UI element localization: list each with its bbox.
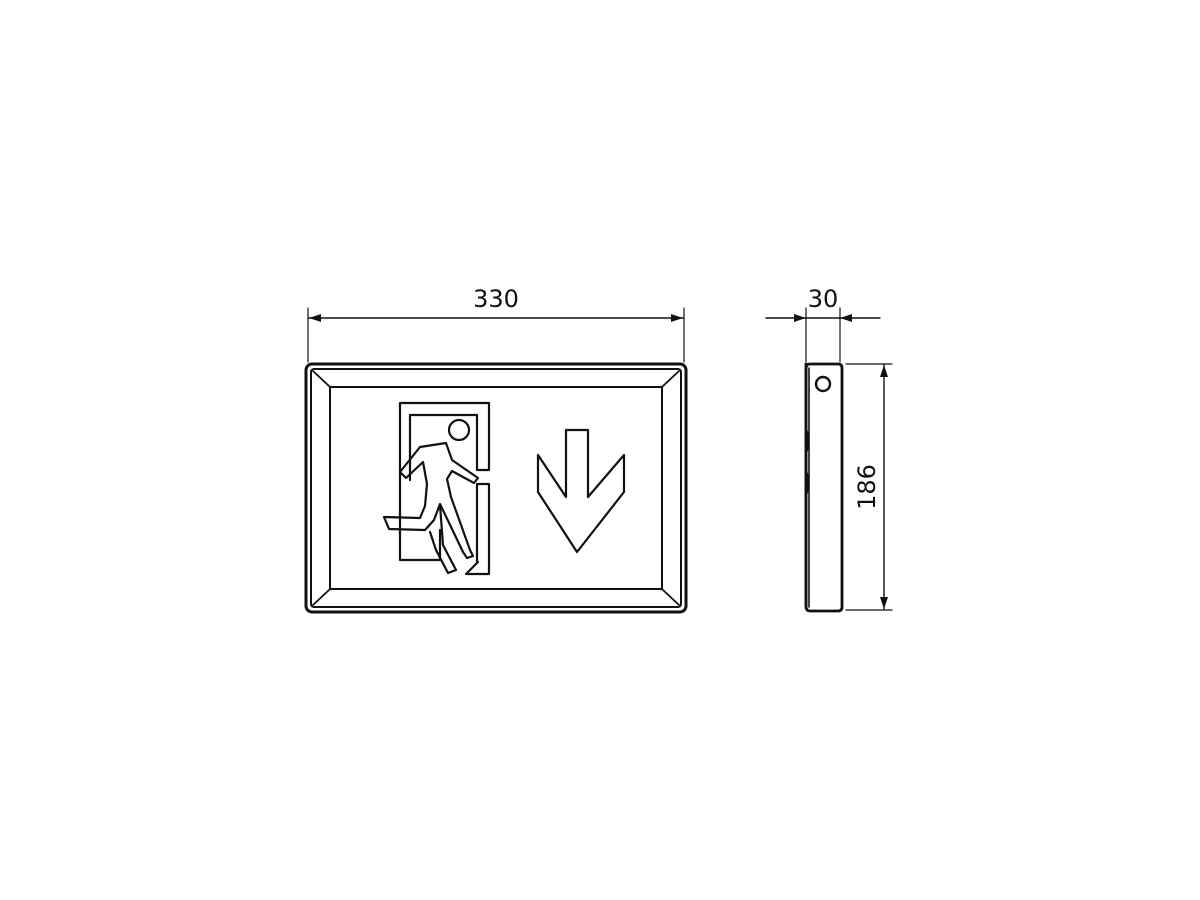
exit-door-icon <box>398 401 491 576</box>
running-man-body <box>382 441 480 560</box>
bevel-corner-bl <box>311 588 331 607</box>
housing-bevel-inner <box>329 386 663 590</box>
front-view: 330 <box>304 285 688 614</box>
door-frame-upper <box>398 401 491 532</box>
side-view: 30 186 <box>765 285 893 613</box>
bevel-corner-tl <box>311 369 331 388</box>
bevel-corner-tr <box>661 369 681 388</box>
width-dimension-label: 330 <box>473 285 519 313</box>
door-frame-lower-left <box>398 528 442 562</box>
running-man-head <box>447 418 471 442</box>
housing-outer-frame <box>304 362 688 614</box>
arrow-down-icon <box>536 428 626 554</box>
bevel-corner-br <box>661 588 681 607</box>
side-housing-outline <box>804 362 844 613</box>
depth-dimension-label: 30 <box>808 285 839 313</box>
mounting-hole <box>814 375 832 393</box>
running-man-exit-icon <box>382 418 480 575</box>
running-man-back-leg <box>428 503 458 575</box>
housing-bevel-outer <box>310 368 682 608</box>
height-dimension-label: 186 <box>853 464 881 510</box>
door-frame-lower-right <box>464 482 491 576</box>
